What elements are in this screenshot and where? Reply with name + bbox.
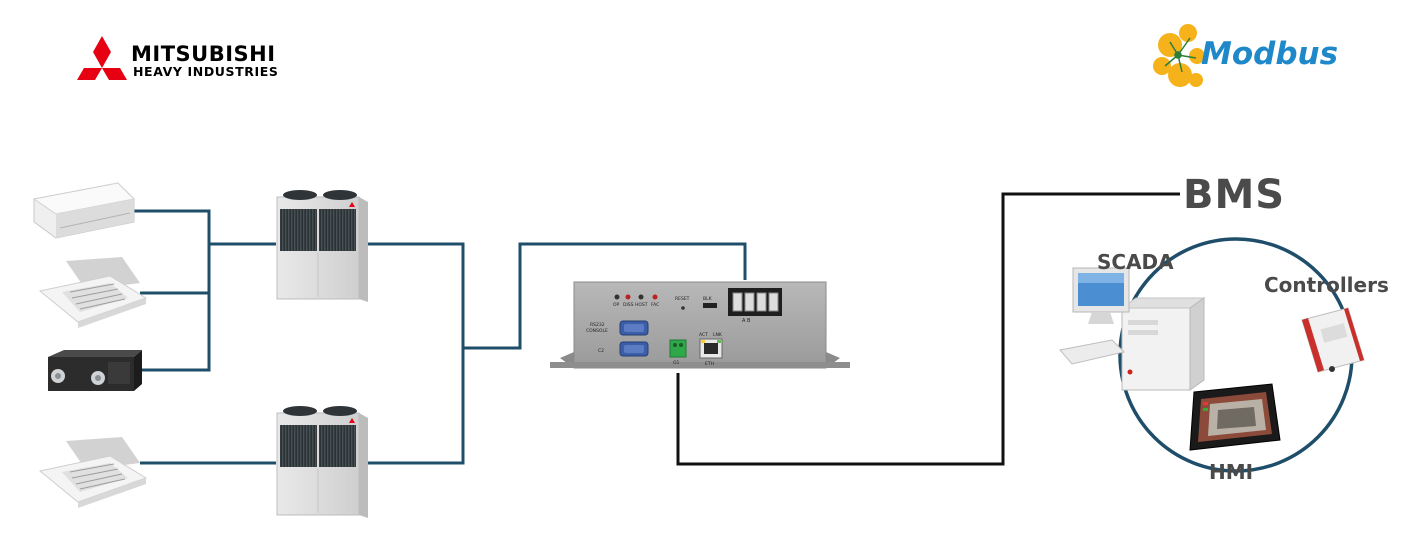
led-label-fac: FAC bbox=[651, 302, 659, 308]
terminal-ab-label: A B bbox=[742, 318, 751, 324]
modbus-gateway-device: OP DISS HOST FAC RESET BLK RS232 CONSOLE… bbox=[550, 281, 850, 369]
serial-port-icon bbox=[619, 341, 649, 357]
mitsubishi-logo-line2: HEAVY INDUSTRIES bbox=[133, 64, 279, 79]
led-label-diss: DISS bbox=[623, 302, 634, 308]
screw-terminal-block-icon bbox=[728, 288, 782, 316]
bms-label: BMS bbox=[1183, 172, 1286, 218]
controllers-label: Controllers bbox=[1264, 273, 1389, 297]
o1-label: O1 bbox=[673, 360, 680, 366]
lnk-label: LNK bbox=[713, 332, 723, 338]
console-port-icon bbox=[619, 320, 649, 336]
console-label: RS232 bbox=[590, 322, 605, 328]
mitsubishi-logo-line1: MITSUBISHI bbox=[131, 42, 276, 66]
indoor-unit-ducted bbox=[48, 350, 142, 391]
led-label-op: OP bbox=[613, 302, 620, 308]
outdoor-unit-1 bbox=[276, 190, 368, 302]
scada-label: SCADA bbox=[1097, 250, 1174, 274]
reset-label: RESET bbox=[675, 296, 690, 302]
hmi-panel-icon bbox=[1189, 383, 1281, 451]
outdoor-unit-2 bbox=[276, 406, 368, 518]
indoor-unit-cassette-2 bbox=[38, 437, 148, 508]
modbus-logo-text: Modbus bbox=[1201, 36, 1339, 72]
indoor-unit-ceiling-suspended bbox=[32, 182, 136, 239]
mitsubishi-diamonds-icon bbox=[77, 36, 127, 80]
blk-label: BLK bbox=[703, 296, 713, 302]
modbus-network-icon bbox=[1153, 24, 1205, 87]
hmi-label: HMI bbox=[1209, 460, 1254, 484]
scada-workstation-icon bbox=[1059, 267, 1206, 391]
indoor-unit-cassette-1 bbox=[38, 257, 148, 328]
terminal-connector-icon bbox=[669, 339, 687, 358]
hvac-bus-wiring bbox=[132, 209, 747, 465]
console-label-2: CONSOLE bbox=[586, 328, 608, 334]
eth-label: ETH bbox=[705, 361, 714, 367]
act-label: ACT bbox=[699, 332, 708, 338]
controller-plc-icon bbox=[1301, 307, 1365, 373]
c2-label: C2 bbox=[598, 348, 604, 354]
bms-wiring bbox=[676, 192, 1180, 466]
led-label-host: HOST bbox=[635, 302, 648, 308]
ethernet-port-icon bbox=[699, 338, 723, 359]
